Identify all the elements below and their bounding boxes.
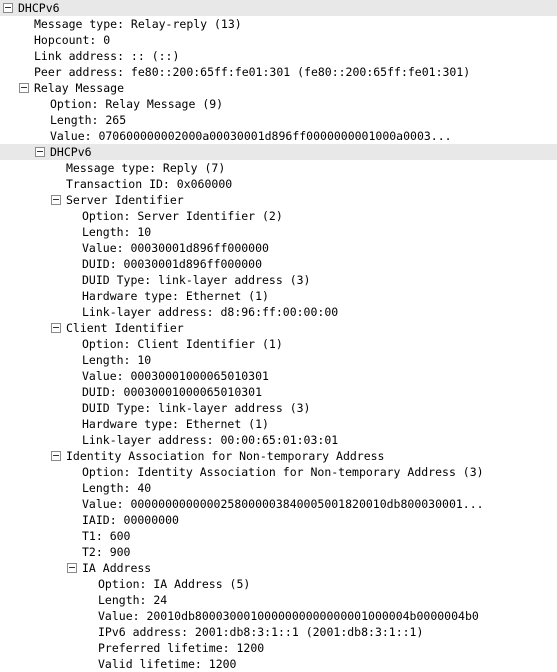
- tree-field[interactable]: Link-layer address: d8:96:ff:00:00:00: [0, 304, 557, 320]
- tree-field[interactable]: Transaction ID: 0x060000: [0, 176, 557, 192]
- tree-row-label: Length: 40: [82, 481, 152, 495]
- tree-row-label: Preferred lifetime: 1200: [98, 641, 265, 655]
- tree-node-client-identifier[interactable]: Client Identifier: [0, 320, 557, 336]
- tree-field[interactable]: Value: 070600000002000a00030001d896ff000…: [0, 128, 557, 144]
- tree-field[interactable]: Option: IA Address (5): [0, 576, 557, 592]
- tree-row-label: Valid lifetime: 1200: [98, 657, 237, 671]
- tree-row-label: DUID: 00030001000065010301: [82, 385, 263, 399]
- tree-row-label: DUID: 00030001d896ff000000: [82, 257, 263, 271]
- tree-field[interactable]: Option: Server Identifier (2): [0, 208, 557, 224]
- tree-row-label: Option: Relay Message (9): [50, 97, 224, 111]
- tree-row-label: Value: 070600000002000a00030001d896ff000…: [50, 129, 452, 143]
- tree-row-label: Message type: Relay-reply (13): [34, 17, 242, 31]
- tree-field[interactable]: DUID: 00030001d896ff000000: [0, 256, 557, 272]
- tree-field[interactable]: Link address: :: (::): [0, 48, 557, 64]
- tree-field[interactable]: Option: Relay Message (9): [0, 96, 557, 112]
- tree-row-label: Length: 265: [50, 113, 127, 127]
- tree-row-label: T1: 600: [82, 529, 131, 543]
- tree-node-inner-dhcpv6[interactable]: DHCPv6: [0, 144, 557, 160]
- tree-row-label: Length: 10: [82, 225, 152, 239]
- tree-field[interactable]: IAID: 00000000: [0, 512, 557, 528]
- tree-field[interactable]: Value: 00030001000065010301: [0, 368, 557, 384]
- collapse-icon[interactable]: [67, 563, 77, 573]
- tree-field[interactable]: Length: 265: [0, 112, 557, 128]
- tree-field[interactable]: DUID Type: link-layer address (3): [0, 272, 557, 288]
- tree-field[interactable]: Hardware type: Ethernet (1): [0, 416, 557, 432]
- tree-field[interactable]: Length: 10: [0, 224, 557, 240]
- tree-row-label: Option: IA Address (5): [98, 577, 251, 591]
- tree-field[interactable]: Peer address: fe80::200:65ff:fe01:301 (f…: [0, 64, 557, 80]
- tree-row-label: Link address: :: (::): [34, 49, 180, 63]
- tree-row-label: IPv6 address: 2001:db8:3:1::1 (2001:db8:…: [98, 625, 424, 639]
- tree-row-label: Length: 24: [98, 593, 168, 607]
- tree-field[interactable]: Message type: Reply (7): [0, 160, 557, 176]
- tree-row-label: Hardware type: Ethernet (1): [82, 417, 269, 431]
- tree-node-relay-message[interactable]: Relay Message: [0, 80, 557, 96]
- tree-row-label: DUID Type: link-layer address (3): [82, 273, 311, 287]
- tree-row-label: DHCPv6: [18, 1, 60, 15]
- tree-row-label: T2: 900: [82, 545, 131, 559]
- collapse-icon[interactable]: [19, 83, 29, 93]
- tree-node-ia-address[interactable]: IA Address: [0, 560, 557, 576]
- tree-row-label: Option: Client Identifier (1): [82, 337, 283, 351]
- tree-row-label: Option: Identity Association for Non-tem…: [82, 465, 484, 479]
- tree-field[interactable]: Hardware type: Ethernet (1): [0, 288, 557, 304]
- tree-field[interactable]: IPv6 address: 2001:db8:3:1::1 (2001:db8:…: [0, 624, 557, 640]
- tree-row-label: Server Identifier: [66, 193, 184, 207]
- tree-field[interactable]: Length: 10: [0, 352, 557, 368]
- tree-field[interactable]: Message type: Relay-reply (13): [0, 16, 557, 32]
- tree-field[interactable]: Link-layer address: 00:00:65:01:03:01: [0, 432, 557, 448]
- collapse-icon[interactable]: [35, 147, 45, 157]
- tree-field[interactable]: DUID Type: link-layer address (3): [0, 400, 557, 416]
- tree-field[interactable]: Value: 000000000000025800000384000500182…: [0, 496, 557, 512]
- tree-row-label: IA Address: [82, 561, 152, 575]
- tree-field[interactable]: T1: 600: [0, 528, 557, 544]
- tree-row-label: Identity Association for Non-temporary A…: [66, 449, 385, 463]
- tree-row-label: Hardware type: Ethernet (1): [82, 289, 269, 303]
- tree-field[interactable]: T2: 900: [0, 544, 557, 560]
- tree-field[interactable]: Length: 40: [0, 480, 557, 496]
- tree-row-label: Link-layer address: 00:00:65:01:03:01: [82, 433, 339, 447]
- tree-field[interactable]: Value: 00030001d896ff000000: [0, 240, 557, 256]
- tree-field[interactable]: Hopcount: 0: [0, 32, 557, 48]
- tree-row-label: DHCPv6: [50, 145, 92, 159]
- tree-row-label: Peer address: fe80::200:65ff:fe01:301 (f…: [34, 65, 471, 79]
- collapse-icon[interactable]: [51, 323, 61, 333]
- tree-row-label: Length: 10: [82, 353, 152, 367]
- tree-row-label: DUID Type: link-layer address (3): [82, 401, 311, 415]
- tree-node-ia-na[interactable]: Identity Association for Non-temporary A…: [0, 448, 557, 464]
- tree-field[interactable]: Valid lifetime: 1200: [0, 656, 557, 672]
- collapse-icon[interactable]: [3, 3, 13, 13]
- tree-node-dhcpv6[interactable]: DHCPv6: [0, 0, 557, 16]
- tree-field[interactable]: DUID: 00030001000065010301: [0, 384, 557, 400]
- tree-field[interactable]: Length: 24: [0, 592, 557, 608]
- tree-row-label: Value: 000000000000025800000384000500182…: [82, 497, 484, 511]
- tree-row-label: Value: 00030001000065010301: [82, 369, 269, 383]
- tree-field[interactable]: Preferred lifetime: 1200: [0, 640, 557, 656]
- tree-row-label: Client Identifier: [66, 321, 184, 335]
- tree-field[interactable]: Option: Identity Association for Non-tem…: [0, 464, 557, 480]
- tree-row-label: Hopcount: 0: [34, 33, 111, 47]
- collapse-icon[interactable]: [51, 195, 61, 205]
- tree-field[interactable]: Option: Client Identifier (1): [0, 336, 557, 352]
- tree-row-label: Option: Server Identifier (2): [82, 209, 283, 223]
- collapse-icon[interactable]: [51, 451, 61, 461]
- tree-row-label: Link-layer address: d8:96:ff:00:00:00: [82, 305, 339, 319]
- tree-row-label: Value: 00030001d896ff000000: [82, 241, 269, 255]
- tree-row-label: Value: 20010db80003000100000000000000010…: [98, 609, 479, 623]
- tree-row-label: Relay Message: [34, 81, 125, 95]
- tree-field[interactable]: Value: 20010db80003000100000000000000010…: [0, 608, 557, 624]
- tree-row-label: IAID: 00000000: [82, 513, 179, 527]
- tree-row-label: Transaction ID: 0x060000: [66, 177, 233, 191]
- tree-node-server-identifier[interactable]: Server Identifier: [0, 192, 557, 208]
- tree-row-label: Message type: Reply (7): [66, 161, 226, 175]
